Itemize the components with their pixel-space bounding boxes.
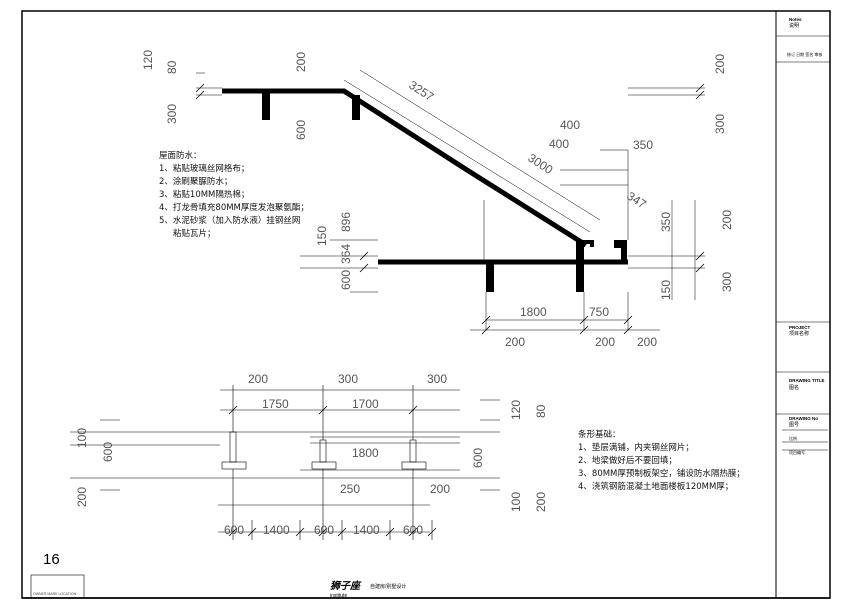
dim-fnd-right-600: 600: [471, 448, 485, 468]
roof-note-1: 1、粘贴玻璃丝网格布；: [159, 164, 250, 174]
dim-roof-top-200: 200: [294, 52, 308, 72]
dim-fnd-span-1800: 1800: [352, 446, 379, 460]
roof-beam-2: [352, 95, 360, 120]
dim-roof-left-300: 300: [165, 104, 179, 124]
tb-drawing-no-en: DRAWING No: [789, 416, 818, 421]
dim-roof-top-350: 350: [633, 138, 653, 152]
foundation-notes-title: 条形基础：: [578, 430, 621, 440]
dim-roof-left-600: 600: [339, 270, 353, 290]
dim-fnd-bottom-1400b: 1400: [353, 523, 380, 537]
roof-note-4: 4、打龙骨填充80MM厚度发泡聚氨酯；: [159, 203, 309, 213]
roof-note-5: 5、水泥砂浆（加入防水液）挂钢丝网: [159, 216, 301, 226]
foundation-note-3: 3、80MM厚预制板架空，铺设防水隔热膜；: [578, 469, 745, 479]
dim-roof-far-right-200-bottom: 200: [720, 210, 734, 230]
foundation-section-drawing: [70, 385, 500, 540]
dim-fnd-left-200: 200: [75, 487, 89, 507]
logo-sub: institute: [330, 593, 347, 599]
tb-code-label: 项目编号: [789, 449, 805, 455]
dim-roof-bottom-200c: 200: [637, 335, 657, 349]
dim-roof-far-right-200-top: 200: [713, 54, 727, 74]
roof-notes-title: 屋面防水：: [159, 151, 202, 161]
roof-note-2: 2、涂刷聚脲防水；: [159, 177, 233, 187]
dim-fnd-bottom-600b: 600: [314, 523, 334, 537]
roof-beam-1: [262, 91, 270, 120]
logo-tagline: 自建房/别墅设计: [370, 583, 406, 590]
dim-roof-bottom-200b: 200: [595, 335, 615, 349]
parapet: [614, 240, 627, 248]
dim-roof-slope-3000: 3000: [525, 151, 555, 177]
roof-notes: 屋面防水： 1、粘贴玻璃丝网格布； 2、涂刷聚脲防水； 3、粘贴10MM隔热棉；…: [159, 150, 309, 241]
dim-fnd-top-300a: 300: [338, 372, 358, 386]
dim-fnd-bottom-600a: 600: [224, 523, 244, 537]
floor-beam-2: [576, 240, 584, 292]
dim-fnd-left-100: 100: [75, 428, 89, 448]
tb-rev-row: 修订 日期 签名 审核: [787, 51, 822, 57]
parapet-post: [621, 240, 627, 262]
tb-notes-cn: 说明: [789, 22, 799, 29]
dim-fnd-span-250: 250: [340, 482, 360, 496]
foundation-section-dimensions: 200 300 300 1750 1700 1800 250 200 100 6…: [75, 372, 548, 537]
tb-project-cn: 项目名称: [789, 330, 809, 337]
tb-drawing-title-cn: 图名: [789, 384, 799, 391]
dim-roof-left-364: 364: [339, 244, 353, 264]
title-block: [776, 35, 830, 451]
dim-roof-right-150: 150: [659, 280, 673, 300]
foundation-notes: 条形基础： 1、垫层满铺，内夹钢丝网片； 2、地梁做好后不要回填； 3、80MM…: [578, 429, 745, 494]
dim-roof-right-350: 350: [659, 212, 673, 232]
floor-beam-1: [486, 262, 494, 292]
roof-note-5-cont: 粘贴瓦片；: [173, 229, 216, 239]
dim-roof-slope-3257: 3257: [406, 78, 436, 104]
tb-drawing-title-en: DRAWING TITLE: [789, 378, 825, 383]
dim-fnd-right-100: 100: [509, 492, 523, 512]
dim-fnd-left-600: 600: [101, 442, 115, 462]
dim-roof-left-120: 120: [141, 50, 155, 70]
foundation-note-1: 1、垫层满铺，内夹钢丝网片；: [578, 443, 694, 453]
dim-fnd-right-120: 120: [509, 400, 523, 420]
dim-roof-top-400a: 400: [560, 118, 580, 132]
roof-section-drawing: [195, 69, 705, 335]
owner-stamp-label: OWNER MARK LOCATION: [33, 592, 77, 596]
dim-fnd-bottom-1400a: 1400: [263, 523, 290, 537]
dim-roof-left-896: 896: [339, 212, 353, 232]
dim-fnd-span-1700: 1700: [352, 397, 379, 411]
dim-roof-mid-600: 600: [294, 120, 308, 140]
tb-scale-label: 比例: [789, 435, 797, 441]
foundation-note-4: 4、浇筑钢筋混凝土地面楼板120MM厚；: [578, 482, 734, 492]
dim-roof-far-right-300-top: 300: [713, 114, 727, 134]
dim-roof-left-80: 80: [165, 60, 179, 74]
dim-fnd-span-200: 200: [430, 482, 450, 496]
dim-roof-far-right-300-bottom: 300: [720, 272, 734, 292]
dim-roof-left-150: 150: [315, 226, 329, 246]
dim-roof-bottom-750: 750: [589, 305, 609, 319]
dim-roof-top-400b: 400: [549, 137, 569, 151]
dim-fnd-top-300b: 300: [427, 372, 447, 386]
roof-note-3: 3、粘贴10MM隔热棉；: [159, 190, 250, 200]
dim-fnd-bottom-600c: 600: [403, 523, 423, 537]
dim-fnd-right-200: 200: [534, 492, 548, 512]
logo-brand: 狮子座: [330, 580, 362, 592]
gutter: [580, 240, 594, 247]
dim-fnd-right-80: 80: [534, 404, 548, 418]
dim-roof-bottom-1800: 1800: [520, 305, 547, 319]
roof-slab: [222, 88, 588, 248]
foundation-note-2: 2、地梁做好后不要回填；: [578, 456, 677, 466]
sheet-number: 16: [43, 551, 60, 568]
dim-roof-bottom-200a: 200: [505, 335, 525, 349]
tb-drawing-no-cn: 图号: [789, 422, 799, 428]
tb-project-en: PROJECT: [789, 325, 811, 330]
dim-fnd-top-200: 200: [248, 372, 268, 386]
tb-notes-en: Notes: [789, 17, 802, 22]
owner-stamp-box: [30, 574, 85, 599]
dim-fnd-span-1750: 1750: [262, 397, 289, 411]
